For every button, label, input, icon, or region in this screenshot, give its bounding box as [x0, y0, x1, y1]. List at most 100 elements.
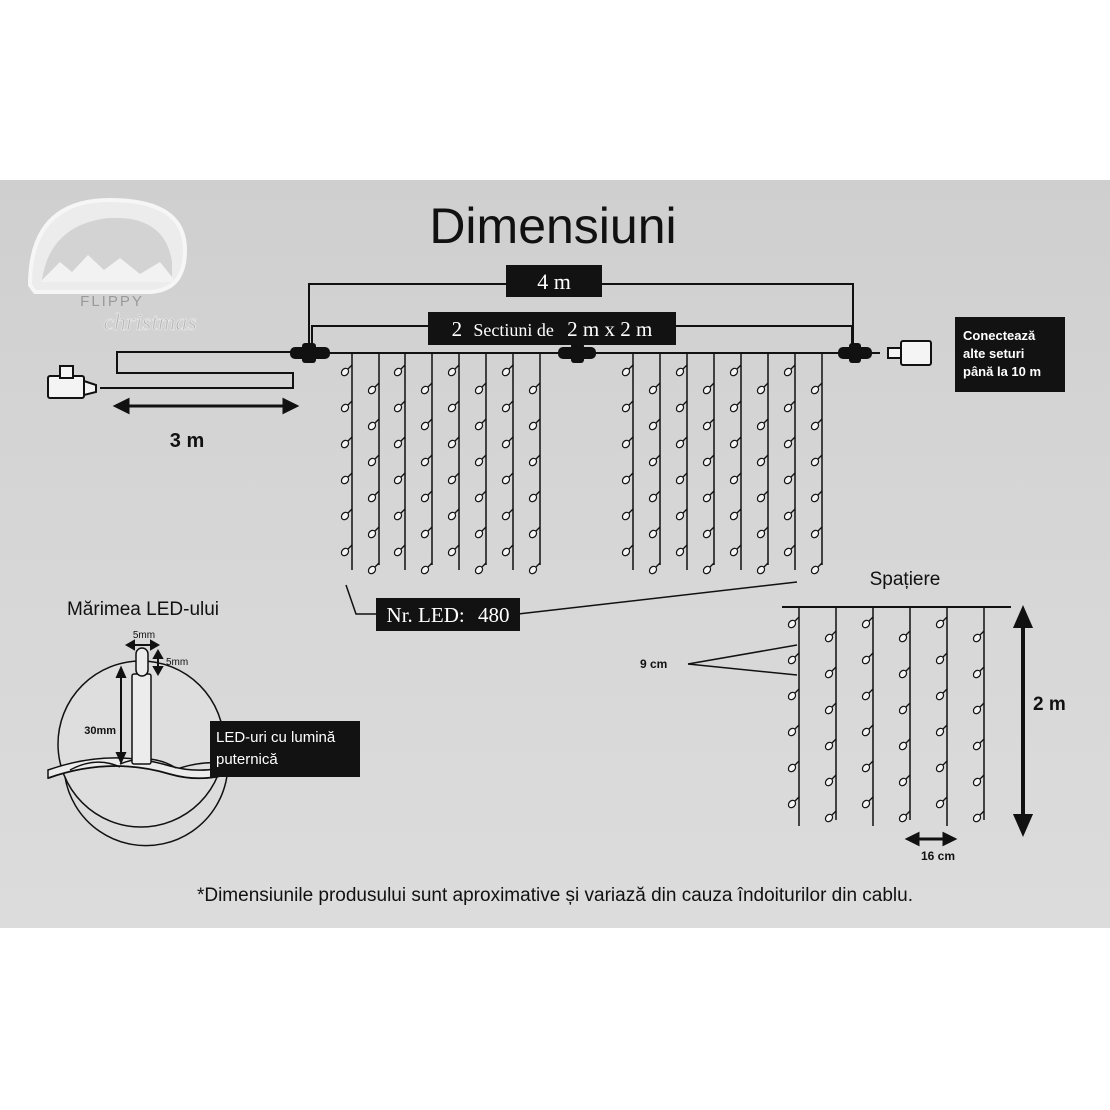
cable-connector-right-icon: [838, 343, 872, 363]
led-bulb-icon: [648, 526, 661, 539]
led-bulb-icon: [340, 400, 353, 413]
led-bulb-icon: [898, 630, 911, 643]
led-bulb-icon: [729, 400, 742, 413]
led-bulb-icon: [393, 436, 406, 449]
sections-text: Sectiuni de: [473, 320, 553, 340]
spacing-height-label: 2 m: [1033, 694, 1066, 715]
led-bulb-icon: [420, 526, 433, 539]
led-bulb-icon: [810, 562, 823, 575]
spacing-horizontal-label: 16 cm: [921, 849, 955, 863]
led-bulb-icon: [972, 702, 985, 715]
led-bulb-icon: [898, 738, 911, 751]
led-top-width: 5mm: [133, 630, 155, 641]
led-bulb-icon: [756, 490, 769, 503]
led-bulb-icon: [393, 472, 406, 485]
spacing-horizontal-arrow: [904, 831, 958, 847]
strands-section-left: [340, 353, 541, 575]
led-bulb-icon: [729, 508, 742, 521]
connect-note-box: [955, 317, 1065, 392]
led-count-callout: [345, 581, 798, 615]
led-bulb-icon: [447, 508, 460, 521]
led-bulb-icon: [729, 436, 742, 449]
led-bulb-icon: [898, 810, 911, 823]
led-bulb-icon: [501, 508, 514, 521]
logo-line1: FLIPPY: [80, 293, 144, 310]
connect-note-line2: alte seturi: [963, 346, 1024, 361]
led-bulb-icon: [787, 652, 800, 665]
led-bulb-icon: [935, 796, 948, 809]
led-bulb-icon: [528, 382, 541, 395]
led-bulb-icon: [787, 760, 800, 773]
led-bulb-icon: [972, 810, 985, 823]
led-bulb-icon: [824, 666, 837, 679]
led-bulb-icon: [420, 562, 433, 575]
led-bulb-icon: [756, 562, 769, 575]
strands-spacing: [787, 607, 985, 826]
led-bulb-icon: [898, 702, 911, 715]
led-bulb-icon: [824, 810, 837, 823]
footnote: *Dimensiunile produsului sunt aproximati…: [197, 885, 913, 906]
led-bulb-icon: [621, 508, 634, 521]
led-bulb-icon: [393, 544, 406, 557]
led-bulb-icon: [783, 472, 796, 485]
led-bulb-icon: [702, 454, 715, 467]
led-bulb-icon: [935, 688, 948, 701]
led-bulb-icon: [861, 652, 874, 665]
led-bulb-icon: [729, 544, 742, 557]
led-bulb-icon: [935, 616, 948, 629]
led-bulb-icon: [783, 508, 796, 521]
led-bulb-icon: [648, 382, 661, 395]
led-note: LED-uri cu lumină puternică: [216, 729, 339, 768]
led-bulb-icon: [756, 454, 769, 467]
led-bulb-icon: [474, 562, 487, 575]
led-bulb-icon: [756, 418, 769, 431]
led-bulb-icon: [528, 418, 541, 431]
led-bulb-icon: [783, 364, 796, 377]
led-bulb-icon: [972, 774, 985, 787]
width-label: 4 m: [537, 269, 571, 294]
led-bulb-icon: [367, 526, 380, 539]
led-bulb-icon: [824, 630, 837, 643]
sections-count: 2: [452, 317, 463, 341]
led-bulb-icon: [810, 454, 823, 467]
spacing-vertical-pointer: [687, 644, 798, 676]
led-bulb-icon: [528, 454, 541, 467]
cable-connector-middle-icon: [558, 343, 596, 363]
led-bulb-icon: [787, 724, 800, 737]
led-bulb-icon: [528, 562, 541, 575]
led-bulb-icon: [648, 454, 661, 467]
led-bulb-icon: [501, 472, 514, 485]
led-bulb-icon: [420, 382, 433, 395]
led-bulb-icon: [861, 796, 874, 809]
led-bulb-icon: [501, 400, 514, 413]
led-height: 30mm: [84, 725, 116, 737]
led-bulb-icon: [935, 652, 948, 665]
led-size-detail: [47, 647, 241, 847]
led-bulb-icon: [340, 508, 353, 521]
sections-size: 2 m x 2 m: [567, 317, 652, 341]
led-bulb-icon: [501, 364, 514, 377]
led-bulb-icon: [501, 436, 514, 449]
led-bulb-icon: [787, 796, 800, 809]
led-bulb-icon: [898, 774, 911, 787]
led-bulb-icon: [340, 364, 353, 377]
led-bulb-icon: [648, 490, 661, 503]
led-size-arrows: [115, 639, 164, 765]
led-bulb-icon: [340, 544, 353, 557]
led-bulb-icon: [810, 418, 823, 431]
led-bulb-icon: [367, 562, 380, 575]
led-bulb-icon: [675, 472, 688, 485]
led-bulb-icon: [810, 490, 823, 503]
led-bulb-icon: [935, 760, 948, 773]
led-bulb-icon: [861, 724, 874, 737]
led-bulb-icon: [702, 526, 715, 539]
led-bulb-icon: [935, 724, 948, 737]
led-bulb-icon: [367, 382, 380, 395]
led-bulb-icon: [702, 562, 715, 575]
led-bulb-icon: [756, 526, 769, 539]
led-bulb-icon: [474, 490, 487, 503]
strands-section-right: [621, 353, 823, 575]
width-label-box: [506, 265, 602, 297]
led-bulb-icon: [729, 364, 742, 377]
led-bulb-icon: [861, 616, 874, 629]
